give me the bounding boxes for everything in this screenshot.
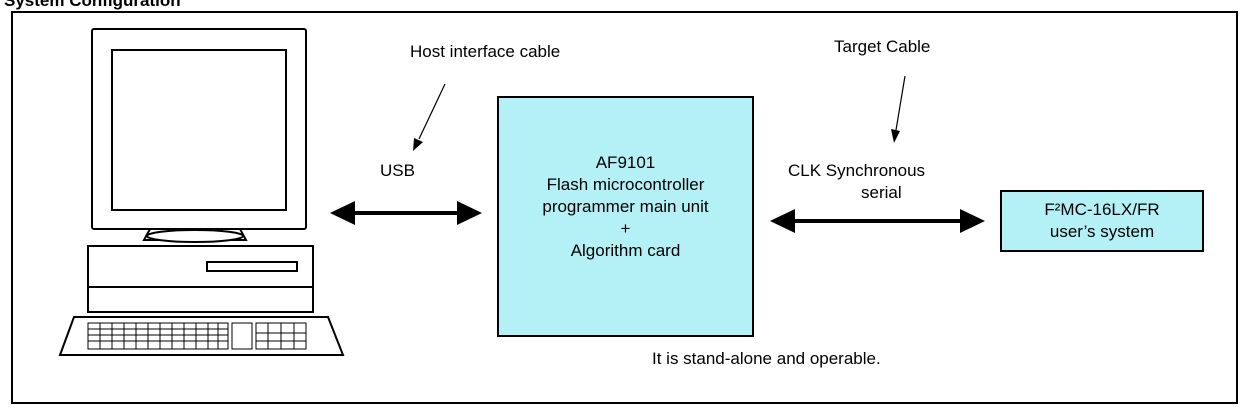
clk-sync-label: CLK Synchronous [788,161,926,180]
target-connection-arrow [770,209,985,233]
main-unit-desc-3: Algorithm card [570,240,681,260]
user-system-label: user’s system [1049,222,1155,241]
serial-label: serial [861,183,902,202]
target-cable-label: Target Cable [834,37,931,56]
user-system-model: F²MC-16LX/FR [1044,200,1160,219]
diagram-title: System Configuration [4,0,181,10]
main-unit-plus: + [620,218,631,238]
usb-label: USB [380,161,415,180]
host-cable-pointer [413,83,446,151]
user-system-box: F²MC-16LX/FR user’s system [1000,190,1204,252]
programmer-main-unit-box: AF9101 Flash microcontroller programmer … [497,96,754,337]
diagram-frame [11,11,1238,404]
host-interface-cable-label: Host interface cable [410,42,561,61]
target-cable-pointer [891,75,906,143]
host-computer-icon [58,28,345,356]
main-unit-desc-2: programmer main unit [542,196,709,216]
standalone-note: It is stand-alone and operable. [652,349,881,368]
main-unit-model: AF9101 [595,152,656,172]
usb-connection-arrow [330,201,482,225]
main-unit-desc-1: Flash microcontroller [546,174,705,194]
